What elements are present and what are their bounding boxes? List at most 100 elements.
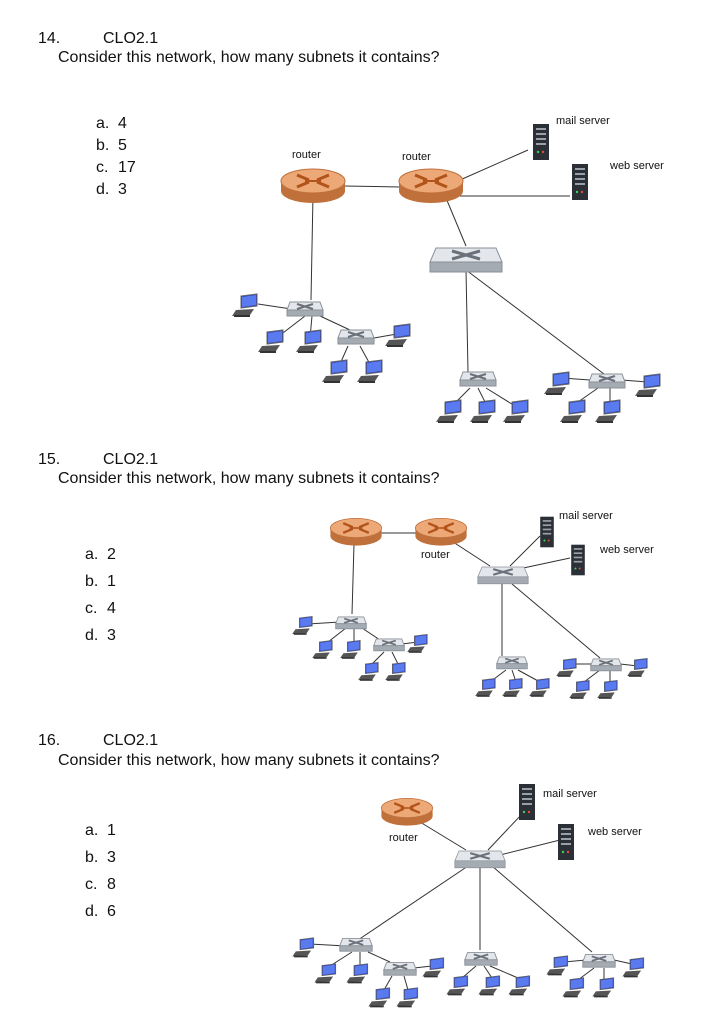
computer-icon xyxy=(477,975,501,996)
computer-icon xyxy=(502,399,529,424)
option-b[interactable]: b.1 xyxy=(85,573,116,590)
mail-server-label: mail server xyxy=(559,510,613,522)
switch-icon xyxy=(382,961,418,977)
router-label: router xyxy=(389,832,418,844)
computer-icon xyxy=(561,977,585,998)
question-16-clo: CLO2.1 xyxy=(103,732,159,749)
switch-icon xyxy=(286,301,324,317)
question-16-text: Consider this network, how many subnets … xyxy=(58,752,440,769)
question-14-clo: CLO2.1 xyxy=(103,30,159,47)
diagram-15 xyxy=(307,532,639,683)
server-icon xyxy=(571,544,585,576)
switch-icon xyxy=(372,638,406,652)
computer-icon xyxy=(594,399,621,424)
computer-icon xyxy=(367,987,391,1008)
option-a[interactable]: a.2 xyxy=(85,546,116,563)
computer-icon xyxy=(356,359,383,384)
router-icon xyxy=(279,167,347,205)
router-icon xyxy=(329,517,383,547)
question-15-clo: CLO2.1 xyxy=(103,451,159,468)
diagram-16-devices xyxy=(291,784,645,1008)
switch-icon xyxy=(337,329,375,345)
web-server-label: web server xyxy=(609,160,664,172)
switch-icon xyxy=(495,656,529,670)
switch-icon xyxy=(463,951,499,967)
switch-icon xyxy=(334,616,368,630)
computer-icon xyxy=(469,399,496,424)
computer-icon xyxy=(543,371,570,396)
computer-icon xyxy=(357,662,379,682)
server-icon xyxy=(558,824,574,860)
router-icon xyxy=(397,167,465,205)
question-16-options: a.1 b.3 c.8 d.6 xyxy=(85,817,116,925)
computer-icon xyxy=(313,963,337,984)
web-server-label: web server xyxy=(599,544,654,556)
computer-icon xyxy=(339,640,361,660)
option-c[interactable]: c.4 xyxy=(85,600,116,617)
option-d[interactable]: d.3 xyxy=(96,181,127,198)
router-icon xyxy=(414,517,468,547)
router-label: router xyxy=(421,549,450,561)
switch-icon xyxy=(589,658,623,672)
computer-icon xyxy=(384,662,406,682)
option-d[interactable]: d.3 xyxy=(85,627,116,644)
option-a[interactable]: a.1 xyxy=(85,822,116,839)
option-b[interactable]: b.5 xyxy=(96,137,127,154)
computer-icon xyxy=(507,975,531,996)
computer-icon xyxy=(435,399,462,424)
diagram-15-devices xyxy=(291,516,648,700)
computer-icon xyxy=(421,957,445,978)
computer-icon xyxy=(528,678,550,698)
router-label: router xyxy=(402,151,431,163)
computer-icon xyxy=(445,975,469,996)
question-14-options: a.4 b.5 c.17 d.3 xyxy=(96,113,136,201)
option-b[interactable]: b.3 xyxy=(85,849,116,866)
server-icon xyxy=(540,516,554,548)
switch-icon xyxy=(453,849,507,869)
question-15-options: a.2 b.1 c.4 d.3 xyxy=(85,541,116,649)
question-16-number: 16. xyxy=(38,732,61,749)
server-icon xyxy=(572,164,588,200)
option-a[interactable]: a.4 xyxy=(96,115,127,132)
computer-icon xyxy=(395,987,419,1008)
computer-icon xyxy=(568,680,590,700)
computer-icon xyxy=(257,329,284,354)
server-icon xyxy=(519,784,535,820)
option-c[interactable]: c.8 xyxy=(85,876,116,893)
computer-icon xyxy=(621,957,645,978)
computer-icon xyxy=(291,937,315,958)
switch-icon xyxy=(581,953,617,969)
computer-icon xyxy=(321,359,348,384)
computer-icon xyxy=(634,373,661,398)
question-14-number: 14. xyxy=(38,30,61,47)
switch-icon xyxy=(428,246,504,274)
question-15-text: Consider this network, how many subnets … xyxy=(58,470,440,487)
web-server-label: web server xyxy=(587,826,642,838)
diagram-14-devices xyxy=(231,124,661,424)
router-icon xyxy=(380,797,434,827)
computer-icon xyxy=(559,399,586,424)
computer-icon xyxy=(545,955,569,976)
server-icon xyxy=(533,124,549,160)
switch-icon xyxy=(338,937,374,953)
option-d[interactable]: d.6 xyxy=(85,903,116,920)
option-c[interactable]: c.17 xyxy=(96,159,136,176)
computer-icon xyxy=(291,616,313,636)
computer-icon xyxy=(591,977,615,998)
computer-icon xyxy=(474,678,496,698)
diagram-16 xyxy=(309,813,633,991)
switch-icon xyxy=(588,373,626,389)
question-14-text: Consider this network, how many subnets … xyxy=(58,49,440,66)
computer-icon xyxy=(501,678,523,698)
mail-server-label: mail server xyxy=(556,115,610,127)
computer-icon xyxy=(406,634,428,654)
computer-icon xyxy=(345,963,369,984)
mail-server-label: mail server xyxy=(543,788,597,800)
router-label: router xyxy=(292,149,321,161)
question-15-number: 15. xyxy=(38,451,61,468)
computer-icon xyxy=(555,658,577,678)
switch-icon xyxy=(476,565,530,585)
computer-icon xyxy=(596,680,618,700)
computer-icon xyxy=(626,658,648,678)
